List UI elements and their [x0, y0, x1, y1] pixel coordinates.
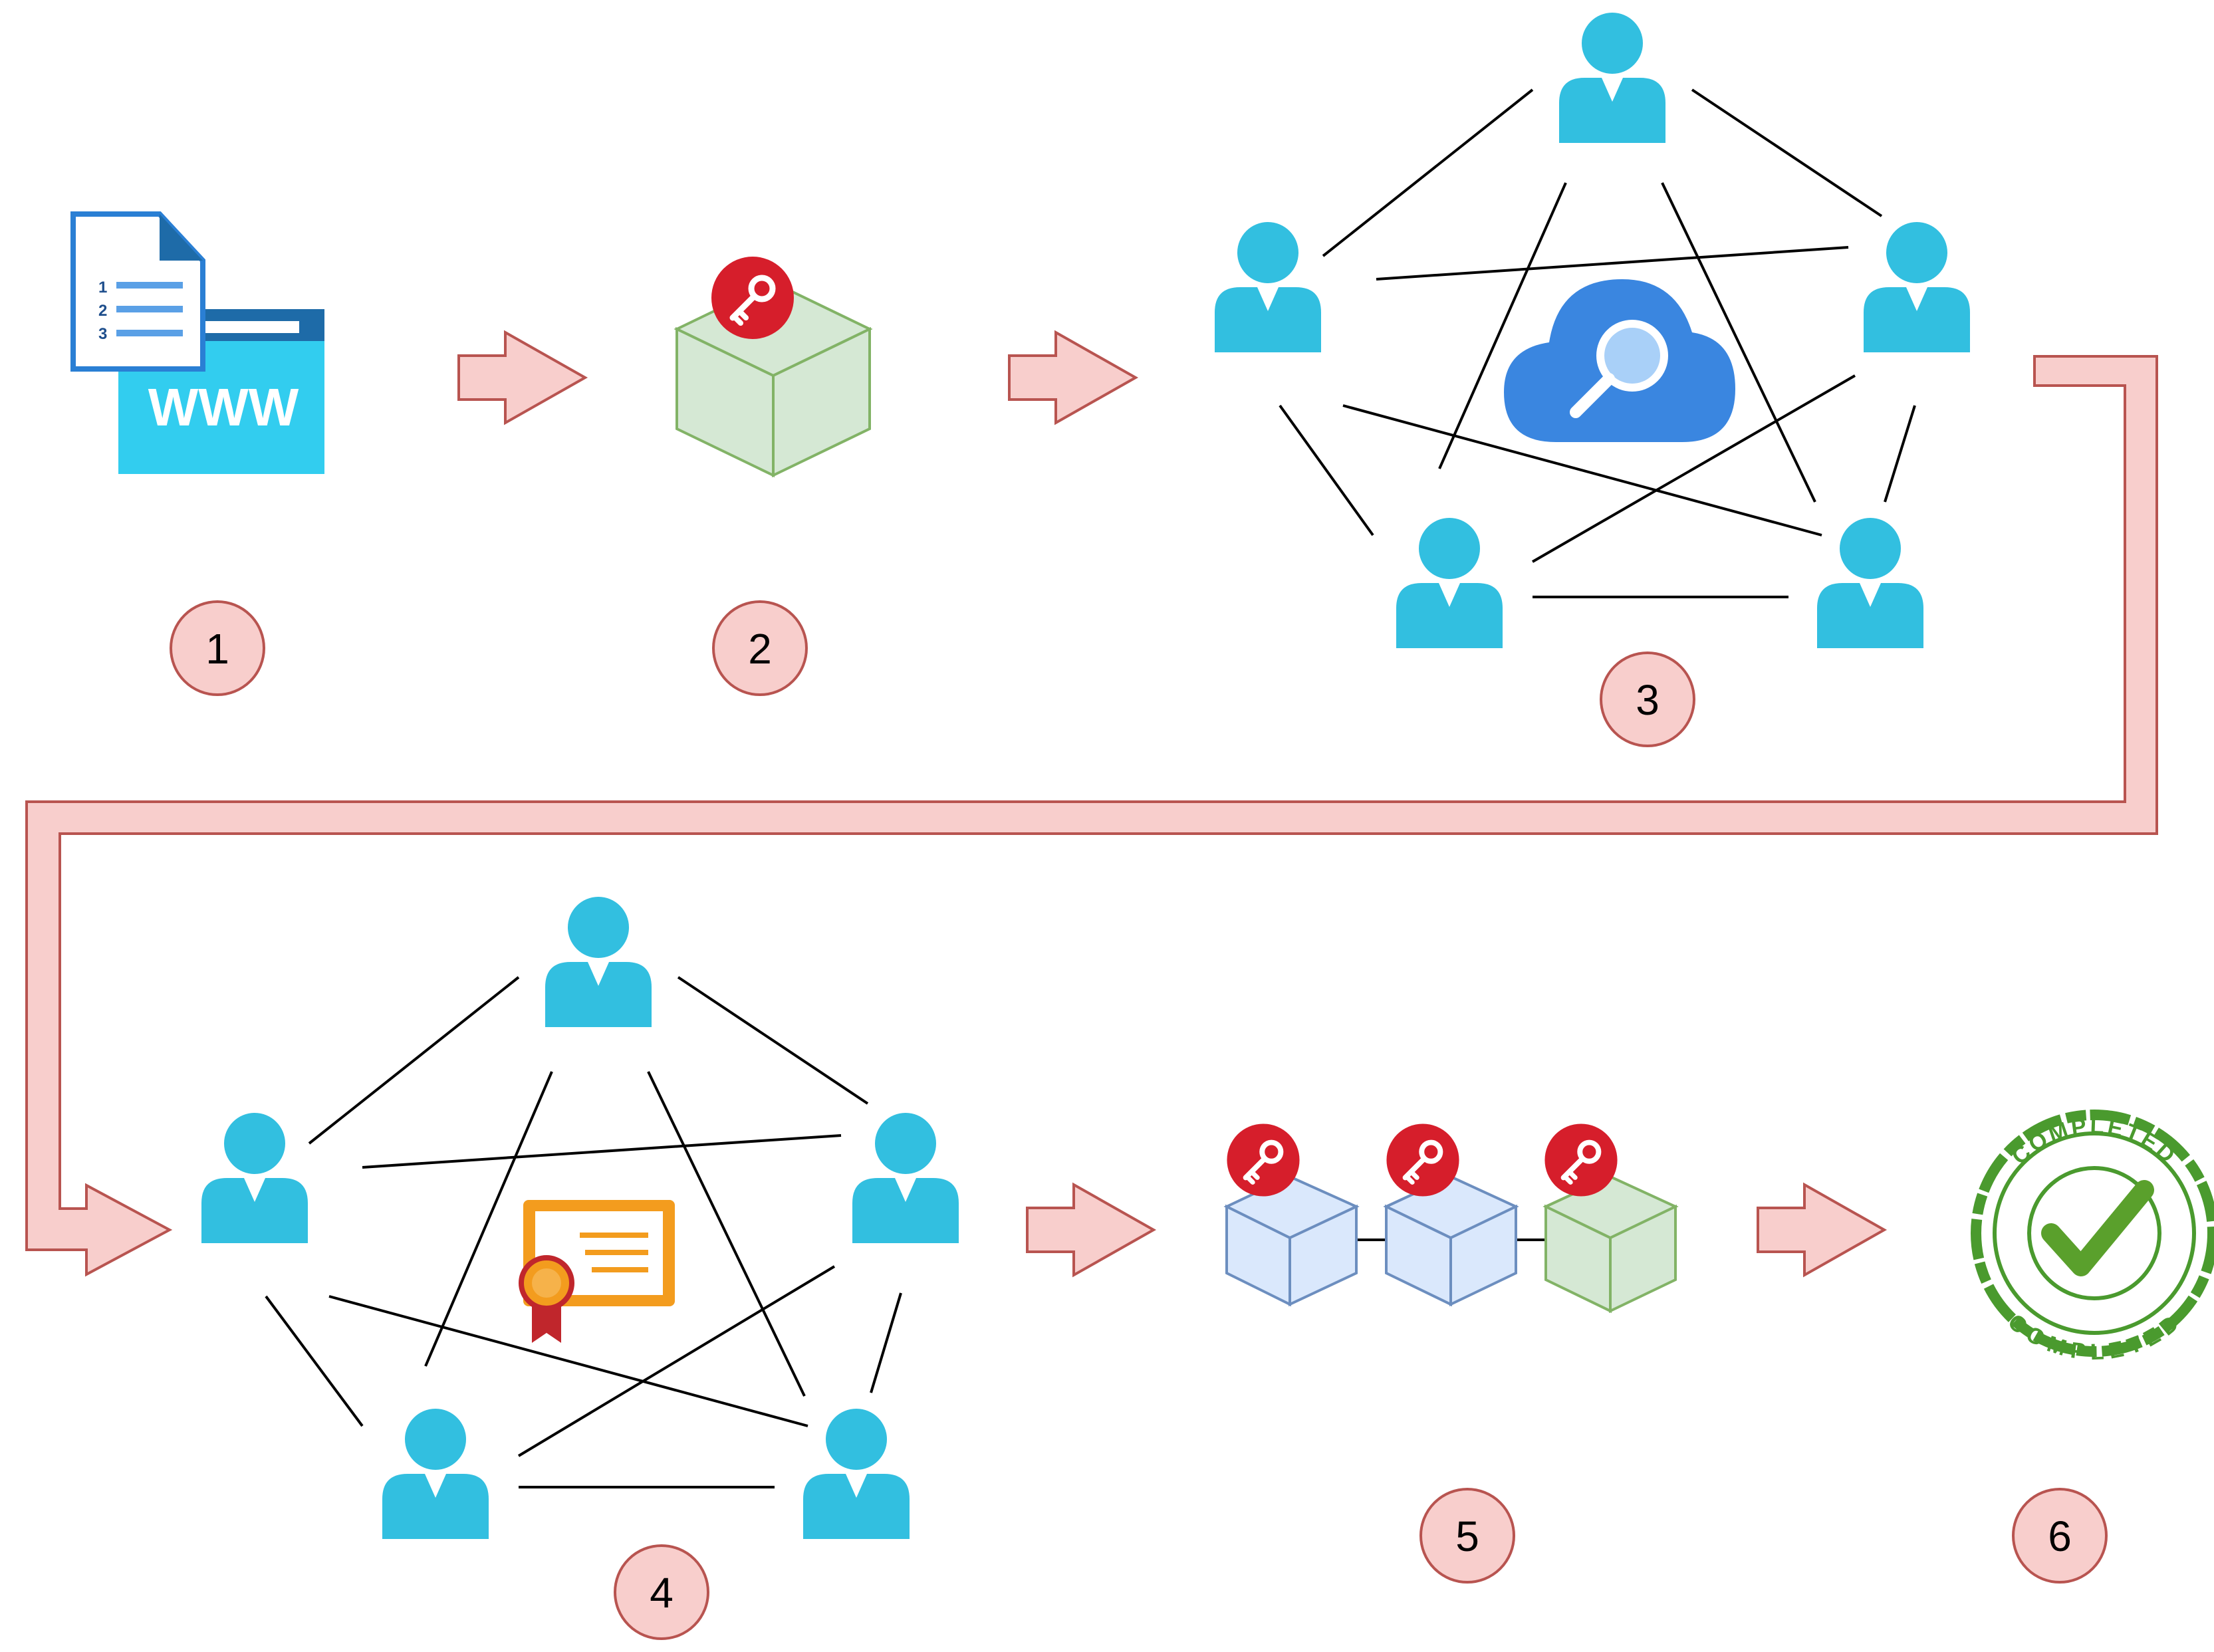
step-number: 3	[1636, 676, 1660, 724]
completed-stamp-icon: COMPLETED COMPLETED	[1971, 1110, 2214, 1365]
step-number: 1	[205, 625, 229, 673]
user-icon	[382, 1409, 489, 1539]
user-icon	[803, 1409, 910, 1539]
network-with-certificate	[201, 897, 959, 1539]
user-icon	[852, 1113, 959, 1243]
arrow-5-to-6	[1757, 1182, 1888, 1278]
cube-block-icon	[1383, 1175, 1519, 1307]
step-badge-6: 6	[2012, 1488, 2108, 1584]
step-badge-2: 2	[712, 600, 808, 696]
step-number: 2	[748, 625, 772, 673]
cube-block-icon	[1542, 1175, 1679, 1314]
webpage-document-icon: WWW 1 2 3	[70, 211, 324, 474]
step-number: 4	[650, 1569, 674, 1617]
certificate-icon	[519, 1200, 675, 1343]
user-icon	[1817, 518, 1923, 648]
step-number: 6	[2048, 1512, 2072, 1560]
doc-list-number-3: 3	[98, 325, 107, 343]
user-icon	[1396, 518, 1503, 648]
arrow-2-to-3	[1008, 330, 1139, 425]
user-icon	[1215, 222, 1321, 352]
key-icon	[1227, 1123, 1299, 1196]
step-badge-4: 4	[614, 1544, 709, 1640]
network-edges-3	[1279, 88, 1916, 598]
network-edges-4	[265, 976, 902, 1488]
step-badge-3: 3	[1600, 651, 1695, 747]
www-label: WWW	[148, 378, 299, 437]
doc-list-number-2: 2	[98, 302, 107, 320]
key-icon	[1544, 1123, 1617, 1196]
step-number: 5	[1455, 1512, 1479, 1560]
cube-block-icon	[1223, 1175, 1360, 1307]
step-badge-1: 1	[170, 600, 265, 696]
arrow-1-to-2	[457, 330, 588, 425]
user-icon	[201, 1113, 308, 1243]
arrow-4-to-5	[1026, 1182, 1157, 1278]
block-chain-icon	[1223, 1123, 1679, 1314]
network-with-search	[1215, 13, 1970, 648]
cloud-search-icon	[1504, 279, 1735, 442]
user-icon	[1559, 13, 1665, 143]
user-icon	[1864, 222, 1970, 352]
user-icon	[545, 897, 652, 1027]
doc-list-number-1: 1	[98, 279, 107, 296]
arrow-3-to-4-connector	[25, 355, 2158, 1277]
block-with-key-icon	[676, 257, 871, 477]
key-icon	[1386, 1123, 1459, 1196]
key-icon	[711, 257, 794, 339]
step-badge-5: 5	[1419, 1488, 1515, 1584]
